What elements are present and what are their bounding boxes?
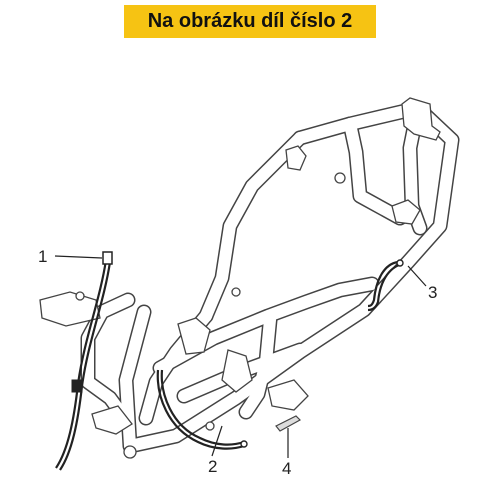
callout-2: 2: [208, 457, 217, 476]
part-1-cable: [55, 251, 113, 471]
callout-4: 4: [282, 459, 291, 478]
banner-title: Na obrázku díl číslo 2: [147, 10, 353, 32]
callout-1: 1: [38, 247, 47, 266]
part-4-strip: [275, 415, 301, 432]
leader-line-2: [211, 425, 223, 457]
part-2-cable: [156, 369, 248, 450]
leader-line-1: [54, 255, 103, 259]
callout-3: 3: [428, 283, 437, 302]
leader-line-3: [407, 265, 427, 287]
frame-brackets: [39, 97, 441, 459]
part-3-cable: [367, 259, 404, 312]
title-banner: Na obrázku díl číslo 2: [124, 5, 376, 38]
leader-lines: [54, 255, 427, 458]
